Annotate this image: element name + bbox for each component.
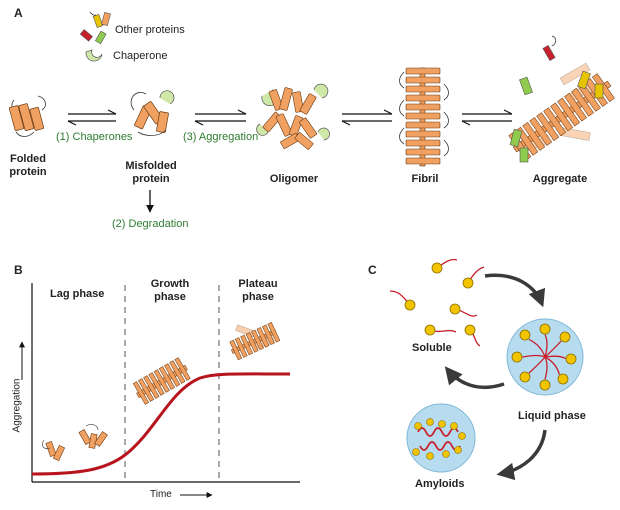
aggregate-icon — [508, 35, 615, 163]
amyloid-droplet-icon — [406, 403, 476, 473]
other-proteins-icon — [79, 11, 111, 45]
cycle-arrow-liquid-to-soluble — [444, 366, 505, 389]
lag-phase-monomers-icon — [42, 424, 108, 462]
panel-c-letter: C — [368, 263, 377, 277]
liquid-droplet-icon — [506, 318, 584, 396]
y-axis-label: Aggregation — [11, 378, 23, 433]
phase-plateau-label: Plateau phase — [238, 278, 278, 303]
legend-other-proteins: Other proteins — [115, 24, 185, 36]
growth-phase-fibril-icon — [132, 357, 191, 405]
equilibrium-arrows-2 — [194, 109, 247, 126]
plateau-aggregate-icon — [229, 322, 281, 361]
equilibrium-arrows-4 — [461, 109, 513, 126]
label-misfolded-protein: Misfolded protein — [125, 160, 177, 185]
label-fibril: Fibril — [411, 173, 439, 185]
label-liquid-phase: Liquid phase — [518, 410, 586, 422]
cycle-arrow-liquid-to-amyloid — [496, 429, 547, 481]
label-amyloids: Amyloids — [415, 478, 465, 490]
step-aggregation-label: (3) Aggregation — [183, 131, 259, 143]
label-soluble: Soluble — [412, 342, 452, 354]
legend-chaperone: Chaperone — [113, 50, 168, 62]
x-axis-label: Time — [150, 489, 172, 500]
phase-growth-label: Growth phase — [150, 278, 190, 303]
chaperone-icon — [85, 49, 103, 62]
aggregation-curve — [31, 372, 291, 476]
label-aggregate: Aggregate — [532, 173, 588, 185]
soluble-proteins-icon — [389, 258, 485, 347]
equilibrium-arrows-3 — [341, 109, 393, 126]
equilibrium-arrows-1 — [67, 109, 117, 126]
folded-protein-icon — [8, 95, 46, 137]
misfolded-protein-icon — [130, 90, 175, 136]
step-degradation-label: (2) Degradation — [112, 218, 189, 230]
label-folded-protein: Folded protein — [9, 153, 47, 178]
growth-chart — [19, 283, 300, 498]
cycle-arrow-soluble-to-liquid — [484, 273, 546, 308]
step-chaperones-label: (1) Chaperones — [56, 131, 133, 143]
panel-b-letter: B — [14, 263, 23, 277]
phase-lag-label: Lag phase — [50, 288, 105, 300]
oligomer-icon — [256, 83, 330, 150]
panel-a-letter: A — [14, 6, 23, 20]
label-oligomer: Oligomer — [269, 173, 319, 185]
fibril-icon — [399, 67, 449, 167]
